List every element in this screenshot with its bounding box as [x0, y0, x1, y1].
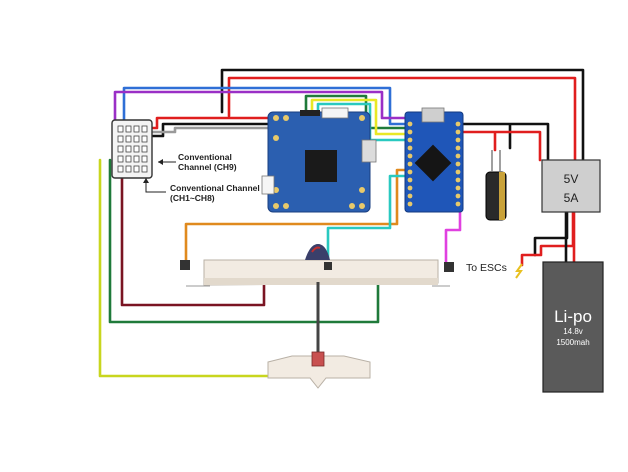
wire-black-nano [461, 122, 550, 162]
servo-mid [324, 262, 332, 270]
wires [98, 68, 585, 378]
wire-dark-green [108, 158, 380, 324]
wire-green-fc [304, 94, 407, 130]
ch9-arrowhead [158, 159, 163, 165]
wire-dark-red [120, 158, 266, 307]
ch9-label-line1: Conventional [178, 152, 232, 162]
ch1-8-arrow [145, 178, 166, 193]
aircraft [180, 244, 454, 389]
fc-header-top [300, 110, 320, 116]
pro-micro-usb [421, 107, 445, 123]
ch9-label-line2: Channel (CH9) [178, 162, 237, 172]
wire-cyan-fc [316, 102, 407, 142]
capacitor-stripe [499, 172, 505, 220]
wire-purple [113, 90, 407, 122]
fc-connector-top [321, 107, 349, 119]
wire-yellow-fc [310, 98, 407, 136]
servo-right [444, 262, 454, 272]
pro-micro-chip [414, 144, 452, 182]
esc-output: To ESCs [466, 262, 523, 279]
battery-voltage: 14.8v [563, 327, 583, 336]
servo-left [180, 260, 190, 270]
wire-orange-nano [184, 168, 407, 262]
wire-gray-rx [147, 126, 270, 134]
wire-cyan-nano [326, 174, 407, 264]
canopy [305, 244, 330, 260]
power-module-line2: 5A [564, 191, 579, 205]
esc-label: To ESCs [466, 262, 507, 274]
fc-connector-left [261, 175, 275, 195]
fc-connector-right [361, 139, 377, 163]
pro-micro [404, 107, 464, 213]
wire-black-rx [147, 122, 270, 138]
capacitor [485, 150, 507, 221]
power-module: 5V 5A [541, 159, 601, 213]
battery: Li-po 14.8v 1500mah [542, 261, 604, 393]
pro-micro-pins [407, 121, 461, 207]
wire-blue [122, 86, 407, 126]
wire-red-top [227, 76, 577, 162]
battery-body [542, 261, 604, 393]
ch1-8-label-line1: Conventional Channel [170, 183, 260, 193]
wire-red-nano [461, 130, 542, 162]
canopy-tip [311, 246, 321, 253]
fc-chip [305, 150, 337, 182]
ch1-8-label-line2: (CH1~CH8) [170, 193, 215, 203]
power-module-box [541, 159, 601, 213]
flight-controller [261, 107, 377, 213]
receiver: Conventional Channel (CH9) Conventional … [111, 119, 260, 203]
wire-magenta-nano [444, 210, 462, 264]
battery-title: Li-po [554, 307, 592, 326]
ch1-8-arrowhead [143, 178, 149, 183]
tail-servo [311, 351, 325, 367]
battery-capacity: 1500mah [556, 338, 589, 347]
esc-lightning-icon [515, 263, 523, 279]
fc-pads [273, 115, 365, 209]
wire-red-rx [147, 116, 270, 130]
power-module-line1: 5V [564, 172, 579, 186]
wing-shadow [204, 278, 438, 285]
receiver-body [111, 119, 153, 179]
receiver-pins [117, 125, 148, 173]
